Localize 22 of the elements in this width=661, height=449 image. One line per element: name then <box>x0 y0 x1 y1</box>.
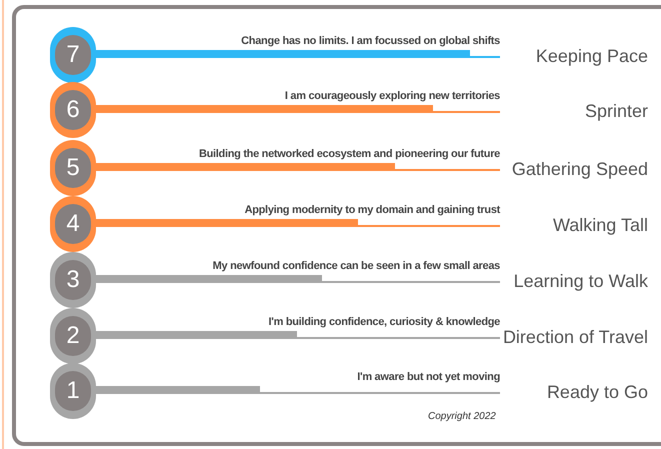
stage-description: Change has no limits. I am focussed on global shifts <box>241 34 500 49</box>
level-number: 6 <box>55 90 91 130</box>
level-number: 3 <box>55 260 91 300</box>
level-number: 4 <box>55 204 91 244</box>
stage-name: Learning to Walk <box>514 270 648 293</box>
stage-name: Sprinter <box>584 100 648 123</box>
stage-name: Direction of Travel <box>502 326 648 349</box>
level-number: 5 <box>55 148 91 188</box>
level-number: 7 <box>55 35 91 75</box>
stage-name: Gathering Speed <box>512 158 648 181</box>
level-number: 1 <box>55 371 91 411</box>
stage-name: Ready to Go <box>546 381 648 404</box>
stage-description: My newfound confidence can be seen in a few small areas <box>212 259 500 274</box>
stage-description: I'm building confidence, curiosity & knowledge <box>268 315 500 330</box>
stage-name: Keeping Pace <box>536 45 648 68</box>
stage-description: Applying modernity to my domain and gaining trust <box>244 203 500 218</box>
stage-description: Building the networked ecosystem and pioneering our future <box>198 147 500 162</box>
copyright-note: Copyright 2022 <box>428 410 496 424</box>
level-number: 2 <box>55 316 91 356</box>
stage-description: I'm aware but not yet moving <box>357 370 500 385</box>
stage-description: I am courageously exploring new territories <box>284 89 500 104</box>
stage-name: Walking Tall <box>552 214 648 237</box>
